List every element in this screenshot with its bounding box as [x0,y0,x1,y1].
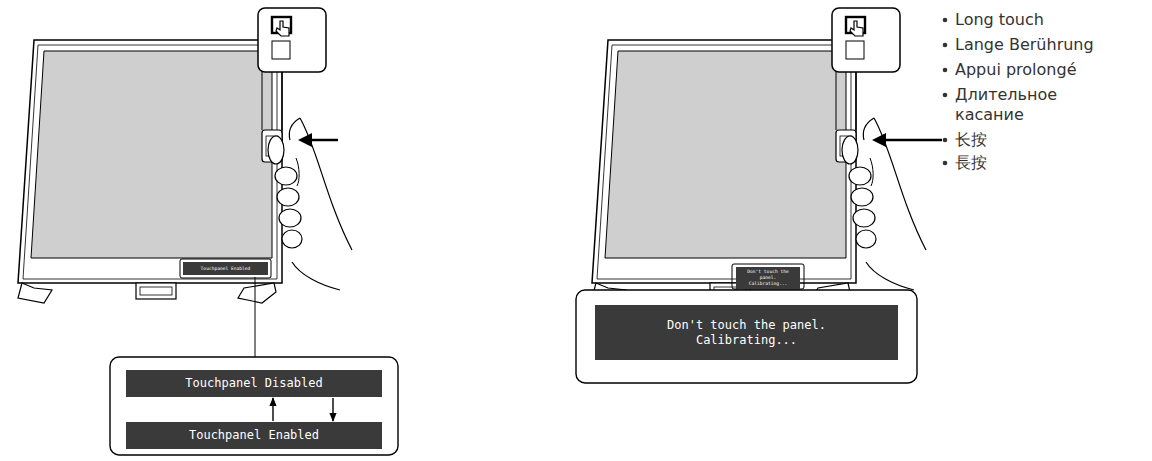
callout-frame [576,290,917,383]
push-arrow [884,139,942,142]
toggle-arrow [272,398,273,421]
callout-frame [732,264,804,289]
status-bar: Touchpanel Enabled [126,422,382,449]
gesture-label: 长按 [955,130,1145,150]
callout-frame [110,357,398,455]
bullet [943,18,948,23]
screen-message: Touchpanel Enabled [183,262,268,275]
gesture-label: 長按 [955,153,1145,173]
gesture-label: Длительное касание [955,85,1075,125]
bullet [943,43,948,48]
bullet [943,68,948,73]
gesture-label: Appui prolongé [955,60,1145,80]
toggle-arrow [332,398,333,421]
callout-frame [255,277,256,357]
gesture-label: Lange Berührung [955,35,1145,55]
gesture-label: Long touch [955,10,1145,30]
bullet [943,161,948,166]
push-arrow [298,133,942,147]
message-text: Don't touch the panel. Calibrating... [742,269,794,286]
message-text: Touchpanel Enabled [189,428,319,443]
push-arrow [298,133,312,147]
monitor-right [592,8,926,303]
bullet [943,18,948,166]
screen-message: Don't touch the panel. Calibrating... [736,267,800,289]
callout-frame [110,259,917,455]
status-bar: Don't touch the panel. Calibrating... [595,305,898,360]
push-arrow [872,133,886,147]
bullet [943,93,948,98]
message-text: Touchpanel Disabled [185,376,322,391]
monitor-left [18,8,352,303]
push-arrow [310,139,338,142]
message-text: Touchpanel Enabled [201,266,251,272]
status-bar: Touchpanel Disabled [126,370,382,397]
message-text: Don't touch the panel. Calibrating... [659,318,834,348]
bullet [943,138,948,143]
callout-frame [180,259,271,278]
